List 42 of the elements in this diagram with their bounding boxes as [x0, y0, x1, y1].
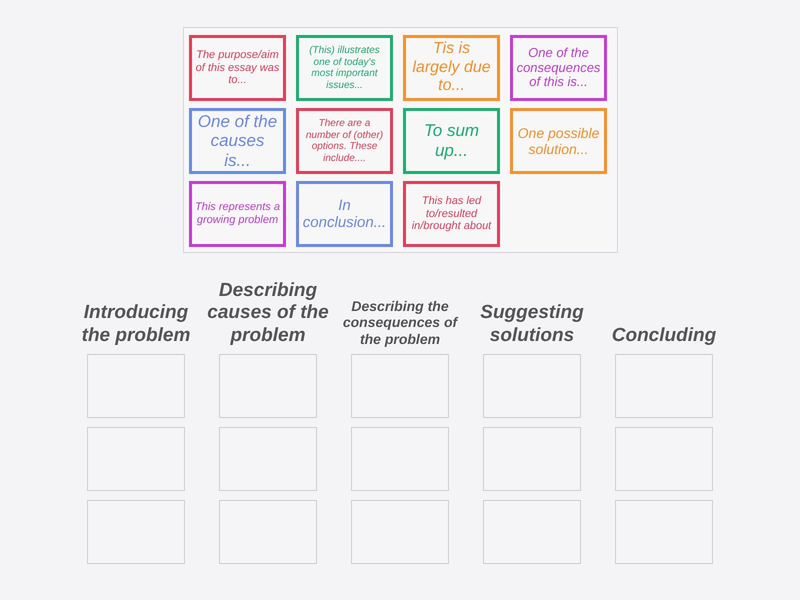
- phrase-text: This has led to/resulted in/brought about: [410, 195, 492, 233]
- phrase-text: The purpose/aim of this essay was to...: [195, 49, 280, 87]
- drop-box: [87, 354, 185, 418]
- phrase-card: [403, 35, 500, 101]
- phrase-text: One possible solution...: [516, 124, 600, 158]
- phrase-card: [189, 181, 286, 247]
- column-heading: Concluding: [612, 325, 716, 348]
- phrase-text: In conclusion...: [302, 196, 387, 232]
- drop-box: [483, 500, 581, 564]
- column-heading: Introducing the problem: [80, 302, 192, 348]
- phrase-card: [403, 181, 500, 247]
- phrase-card: [296, 108, 393, 174]
- drop-box: [483, 354, 581, 418]
- drop-box: [351, 427, 449, 491]
- phrase-card: [296, 35, 393, 101]
- phrase-text: To sum up...: [422, 121, 480, 161]
- phrase-text: Tis is largely due to...: [411, 40, 492, 96]
- drop-box: [351, 354, 449, 418]
- drop-box: [87, 500, 185, 564]
- phrase-card: [189, 108, 286, 174]
- column-heading: Suggesting solutions: [479, 302, 585, 348]
- phrase-card: [510, 108, 607, 174]
- phrase-text: There are a number of (other) options. These include....: [304, 118, 384, 164]
- drop-box: [219, 427, 317, 491]
- phrase-card: [296, 181, 393, 247]
- drop-box: [219, 354, 317, 418]
- phrase-text: This represents a growing problem: [195, 201, 280, 227]
- drop-box: [615, 500, 713, 564]
- phrase-card: [189, 35, 286, 101]
- column-heading: Describing the consequences of the problem: [342, 298, 460, 348]
- phrase-card: [403, 108, 500, 174]
- drop-box: [615, 427, 713, 491]
- phrase-card: [510, 35, 607, 101]
- drop-box: [615, 354, 713, 418]
- column-heading: Describing causes of the problem: [206, 280, 330, 348]
- phrase-text: (This) illustrates one of today's most important issues...: [308, 45, 381, 91]
- drop-box: [351, 500, 449, 564]
- drop-box: [483, 427, 581, 491]
- drop-box: [87, 427, 185, 491]
- phrase-text: One of the causes is...: [196, 112, 278, 170]
- phrase-text: One of the consequences of this is...: [516, 46, 601, 90]
- drop-box: [219, 500, 317, 564]
